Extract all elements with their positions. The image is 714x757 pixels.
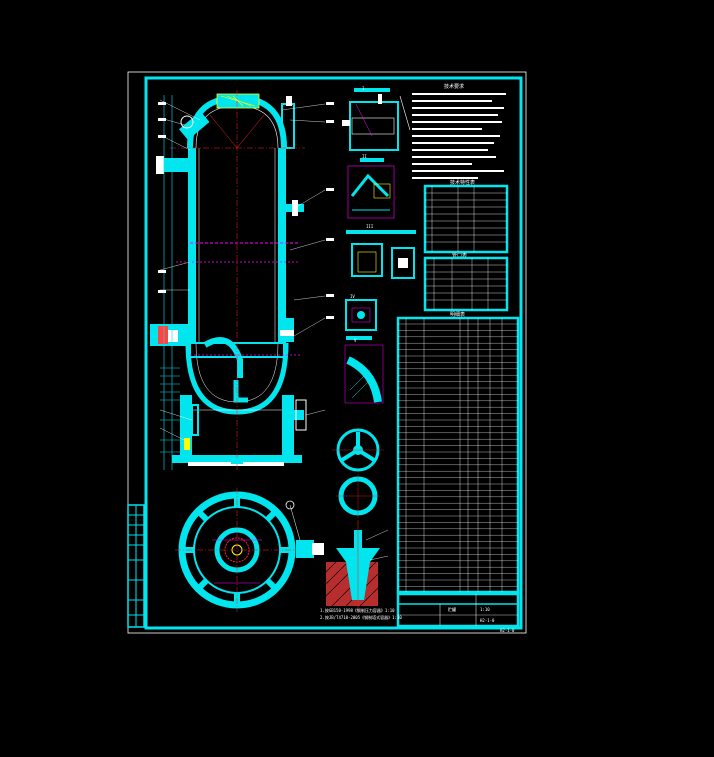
spec-table-heading: 技术特性表 — [450, 179, 475, 186]
margin-stamp-lines — [128, 505, 144, 627]
detail-views — [325, 88, 416, 612]
title-block: 贮罐 1:10 H2-1-0 — [396, 592, 520, 628]
inner-frame — [144, 76, 523, 630]
notes-heading: 技术要求 — [444, 83, 464, 90]
nozzle-table-heading: 管口表 — [452, 252, 467, 259]
sheet-code: H2-1-0 — [500, 628, 515, 633]
outer-border — [127, 71, 527, 634]
technical-notes: 技术要求 — [412, 83, 506, 179]
title-block-number: H2-1-0 — [480, 618, 495, 623]
title-block-scale: 1:10 — [480, 607, 490, 612]
bom-table: 明细表 — [396, 311, 520, 594]
caption-line-2: 2.按JB/T4710-2005《钢制塔式容器》1:10 — [320, 614, 402, 620]
detail-5-title: V — [354, 338, 357, 343]
detail-3-title: III — [366, 224, 374, 229]
detail-2-title: II — [362, 154, 367, 159]
detail-4-title: IV — [350, 294, 355, 299]
nozzle-table: 管口表 — [423, 252, 509, 312]
bom-heading: 明细表 — [450, 311, 465, 318]
vessel-plan-view — [175, 488, 324, 612]
vessel-elevation — [150, 90, 334, 470]
detail-1-title: I — [362, 86, 365, 91]
spec-table: 技术特性表 — [423, 179, 509, 254]
title-block-name: 贮罐 — [448, 606, 456, 612]
caption-line-1: 1.按GB150-1998《钢制压力容器》1:10 — [320, 607, 395, 613]
